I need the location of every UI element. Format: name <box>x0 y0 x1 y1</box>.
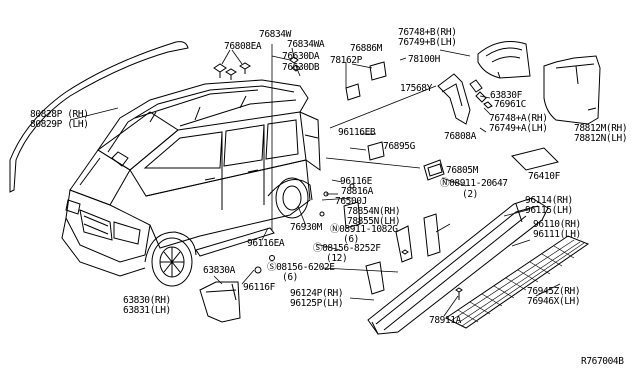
label-76410F: 76410F <box>528 171 560 182</box>
label-08911-20647: Ⓝ08911-20647 <box>440 178 508 189</box>
label-76805M: 76805M <box>446 165 478 176</box>
label-76834W: 76834W <box>259 29 291 40</box>
roof-drip-moulding-part <box>9 41 189 193</box>
label-08156-8252F: Ⓢ08156-8252F <box>313 243 381 254</box>
label-78816A: 78816A <box>341 186 373 197</box>
label-96110: 96110(RH)96111(LH) <box>533 219 581 240</box>
label-08156-6202E-qty: (6) <box>282 272 298 283</box>
label-78812M: 78812M(RH)78812N(LH) <box>574 123 628 144</box>
label-76961C: 76961C <box>494 99 526 110</box>
label-78100H: 78100H <box>408 54 440 65</box>
fastener-parts <box>254 183 463 300</box>
label-08156-6202E: Ⓢ08156-6202E <box>267 262 335 273</box>
label-76500J: 76500J <box>335 196 367 207</box>
label-08911-1082G: Ⓝ08911-1082G <box>330 224 398 235</box>
label-76748B: 76748+B(RH)76749+B(LH) <box>398 27 457 48</box>
label-96114: 96114(RH)96115(LH) <box>525 195 573 216</box>
pad-76410f-part <box>511 147 559 171</box>
rear-garnish-part <box>437 73 493 125</box>
label-76808A: 76808A <box>444 131 476 142</box>
label-76834WA: 76834WA <box>287 39 325 50</box>
step-bracket-parts <box>343 201 441 295</box>
label-76748A: 76748+A(RH)76749+A(LH) <box>489 113 548 134</box>
front-mud-flap-part <box>199 281 241 323</box>
label-17568Y: 17568Y <box>400 83 432 94</box>
label-78854N: 78854N(RH)78855N(LH) <box>347 206 401 227</box>
label-76945Z: 76945Z(RH)76946X(LH) <box>527 286 581 307</box>
step-pad-part <box>445 235 590 329</box>
label-08911-20647-qty: (2) <box>462 189 478 200</box>
label-76930M: 76930M <box>290 222 322 233</box>
leader-lines <box>69 44 561 317</box>
label-76630DA: 76630DA <box>282 51 320 62</box>
clip-parts <box>213 56 301 80</box>
label-96116EB: 96116EB <box>338 127 376 138</box>
label-96116EA: 96116EA <box>247 238 285 249</box>
label-63830A: 63830A <box>203 265 235 276</box>
label-96116F: 96116F <box>243 282 275 293</box>
label-80828P: 80828P (RH)80829P (LH) <box>30 109 89 130</box>
label-76886M: 76886M <box>350 43 382 54</box>
label-76895G: 76895G <box>383 141 415 152</box>
fuel-lid-part <box>423 159 445 181</box>
label-63830: 63830(RH)63831(LH) <box>123 295 171 316</box>
label-76630DB: 76630DB <box>282 62 320 73</box>
pad-parts <box>345 61 387 161</box>
label-63830F: 63830F <box>490 90 522 101</box>
label-96124P: 96124P(RH)96125P(LH) <box>290 288 344 309</box>
label-08156-8252F-qty: (12) <box>326 253 348 264</box>
label-78911A: 78911A <box>429 315 461 326</box>
label-76808EA: 76808EA <box>224 41 262 52</box>
label-08911-1082G-qty: (6) <box>343 234 359 245</box>
diagram-reference-number: R767004B <box>581 356 624 367</box>
label-78162P: 78162P <box>330 55 362 66</box>
label-96116E: 96116E <box>340 176 372 187</box>
rear-mud-flap-part <box>543 55 601 125</box>
vehicle-suv <box>61 79 321 287</box>
rear-fender-protector-part <box>477 41 531 79</box>
side-step-part <box>367 197 549 335</box>
